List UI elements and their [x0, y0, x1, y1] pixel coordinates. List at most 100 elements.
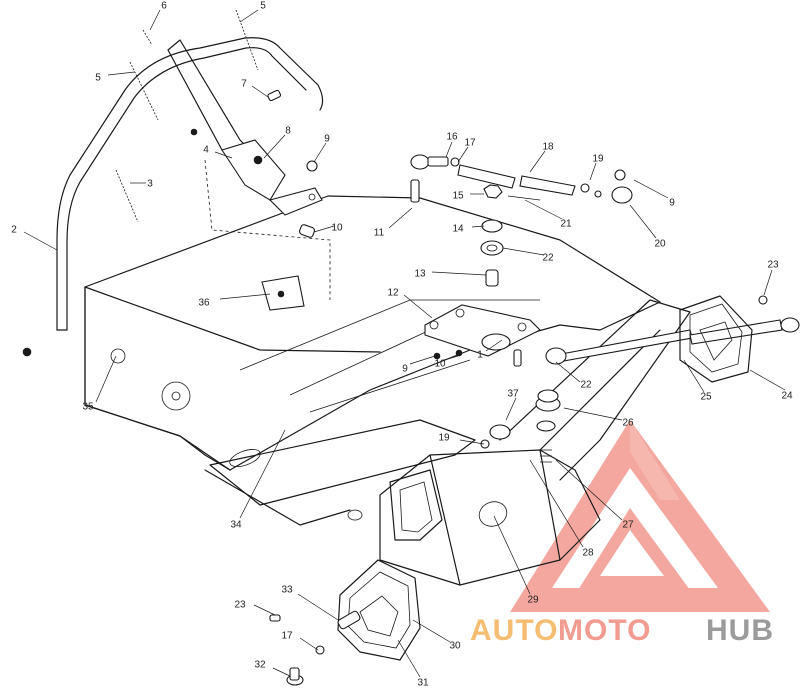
callout-label: 33: [281, 585, 293, 596]
callout-label: 27: [622, 520, 634, 531]
callout-leader: [409, 355, 436, 365]
callout-label: 30: [449, 641, 461, 652]
callout-label: 16: [446, 132, 458, 143]
callout-leader: [313, 142, 327, 163]
callout-leader: [629, 204, 657, 239]
callout-leader: [443, 355, 459, 361]
callout-leader: [388, 207, 413, 229]
frame-hole: [161, 381, 191, 411]
callout-label: 23: [767, 260, 779, 271]
callout-leader: [763, 269, 773, 296]
callout-label: 6: [161, 1, 167, 12]
watermark-text-moto: MOTO: [558, 614, 651, 647]
callout-label: 36: [198, 298, 210, 309]
callout-label: 2: [11, 225, 17, 236]
callout-label: 25: [700, 392, 712, 403]
callout-leader: [471, 225, 485, 228]
callout-leader: [529, 459, 584, 548]
callout-leader: [299, 637, 319, 651]
tie-rod-tube: [519, 175, 576, 196]
tie-rod-assembly: [410, 154, 800, 463]
callout-label: 9: [324, 134, 330, 145]
callout-leader: [459, 439, 485, 445]
callout-leader: [505, 397, 517, 421]
callout-leader: [403, 294, 433, 319]
callout-label: 3: [147, 179, 153, 190]
callout-leader: [239, 429, 286, 519]
callout-label: 20: [654, 239, 666, 250]
callout-label: 34: [230, 520, 242, 531]
callout-leader: [555, 459, 623, 521]
callout-label: 7: [241, 79, 247, 90]
callout-label: 23: [234, 600, 246, 611]
callout-leader: [95, 355, 117, 403]
callout-leader: [219, 293, 271, 300]
callout-label: 19: [592, 154, 604, 165]
callout-label: 11: [374, 228, 385, 239]
callout-leader: [23, 231, 58, 251]
callout-label: 17: [464, 138, 476, 149]
callout-leader: [251, 85, 269, 98]
callout-label: 5: [95, 73, 101, 84]
callout-label: 31: [417, 678, 429, 689]
callout-label: 10: [331, 223, 343, 234]
callout-label: 17: [281, 631, 293, 642]
link-arm: [268, 187, 323, 216]
callout-leader: [297, 593, 339, 621]
callout-label: 1: [477, 350, 483, 361]
callout-label: 12: [387, 288, 399, 299]
lower-spindle-assembly: [269, 469, 443, 686]
callout-label: 26: [622, 418, 634, 429]
tie-rod-end: [410, 154, 430, 170]
callout-leader: [457, 146, 469, 163]
callout-leader: [239, 9, 259, 23]
steering-bracket: [221, 139, 286, 201]
callout-label: 18: [542, 142, 554, 153]
callout-label: 8: [285, 126, 291, 137]
spindle-plate: [679, 295, 753, 383]
handlebar-assembly: [22, 9, 420, 357]
callout-leader: [445, 141, 453, 158]
callout-leader: [431, 271, 487, 276]
callout-leader: [749, 369, 786, 391]
callout-leader: [502, 247, 545, 256]
callout-label: 37: [507, 389, 519, 400]
main-frame: [84, 195, 691, 586]
callout-leader: [263, 134, 286, 159]
callout-label: 32: [254, 660, 266, 671]
steering-plate: [424, 304, 541, 357]
callout-label: 29: [527, 595, 539, 606]
watermark-text-hub: HUB: [706, 614, 774, 647]
callout-leader: [412, 619, 451, 643]
callout-label: 9: [669, 198, 675, 209]
callout-leader: [397, 639, 421, 678]
callout-label: 19: [438, 433, 450, 444]
watermark-text-auto: AUTO: [470, 614, 558, 647]
callout-label: 5: [260, 1, 266, 12]
callout-leader: [253, 604, 276, 616]
callout-leader: [272, 667, 291, 677]
steering-post: [167, 39, 251, 161]
callout-label: 35: [82, 402, 94, 413]
callout-label: 4: [203, 145, 209, 156]
callout-leader: [214, 151, 233, 159]
callout-leader: [633, 179, 669, 199]
callout-leader: [149, 9, 161, 31]
callout-leader: [313, 225, 335, 233]
callout-label: 24: [781, 391, 793, 402]
callout-label: 15: [452, 191, 464, 202]
callout-leader: [589, 162, 597, 181]
callout-leader: [683, 359, 705, 393]
watermark-text: AUTO MOTO HUB: [470, 614, 774, 647]
callout-label: 21: [560, 219, 572, 230]
callout-leader: [563, 407, 623, 421]
callout-label: 13: [414, 269, 426, 280]
callout-label: 28: [582, 548, 594, 559]
callout-leader: [529, 150, 546, 173]
callout-leader: [555, 361, 581, 383]
callout-leader: [524, 199, 563, 220]
lower-spindle-plate: [337, 559, 421, 661]
callout-label: 14: [452, 224, 464, 235]
